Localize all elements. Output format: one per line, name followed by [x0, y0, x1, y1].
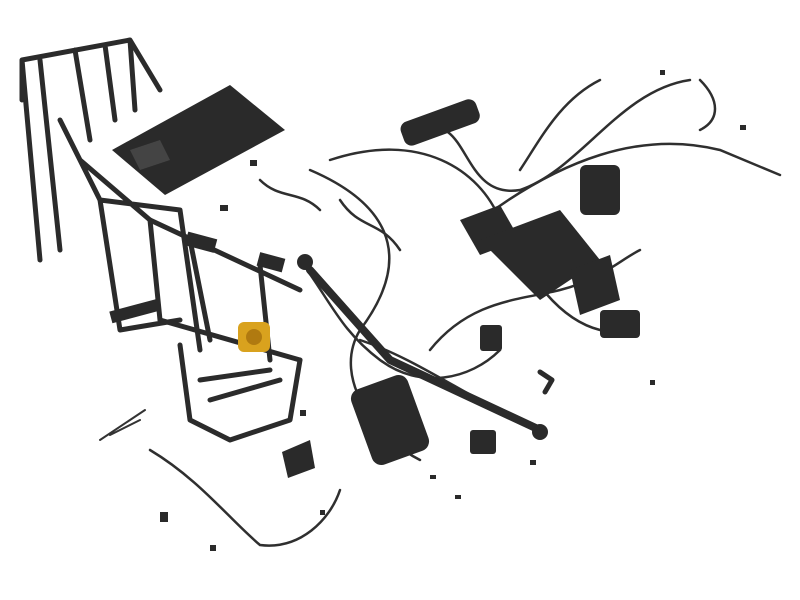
- axle-beam: [306, 266, 544, 434]
- railing-frame: [19, 37, 303, 443]
- component-cluster: [350, 99, 640, 466]
- loose-parts: [160, 70, 746, 551]
- floor-plate: [112, 85, 285, 195]
- yellow-pump: [238, 322, 270, 352]
